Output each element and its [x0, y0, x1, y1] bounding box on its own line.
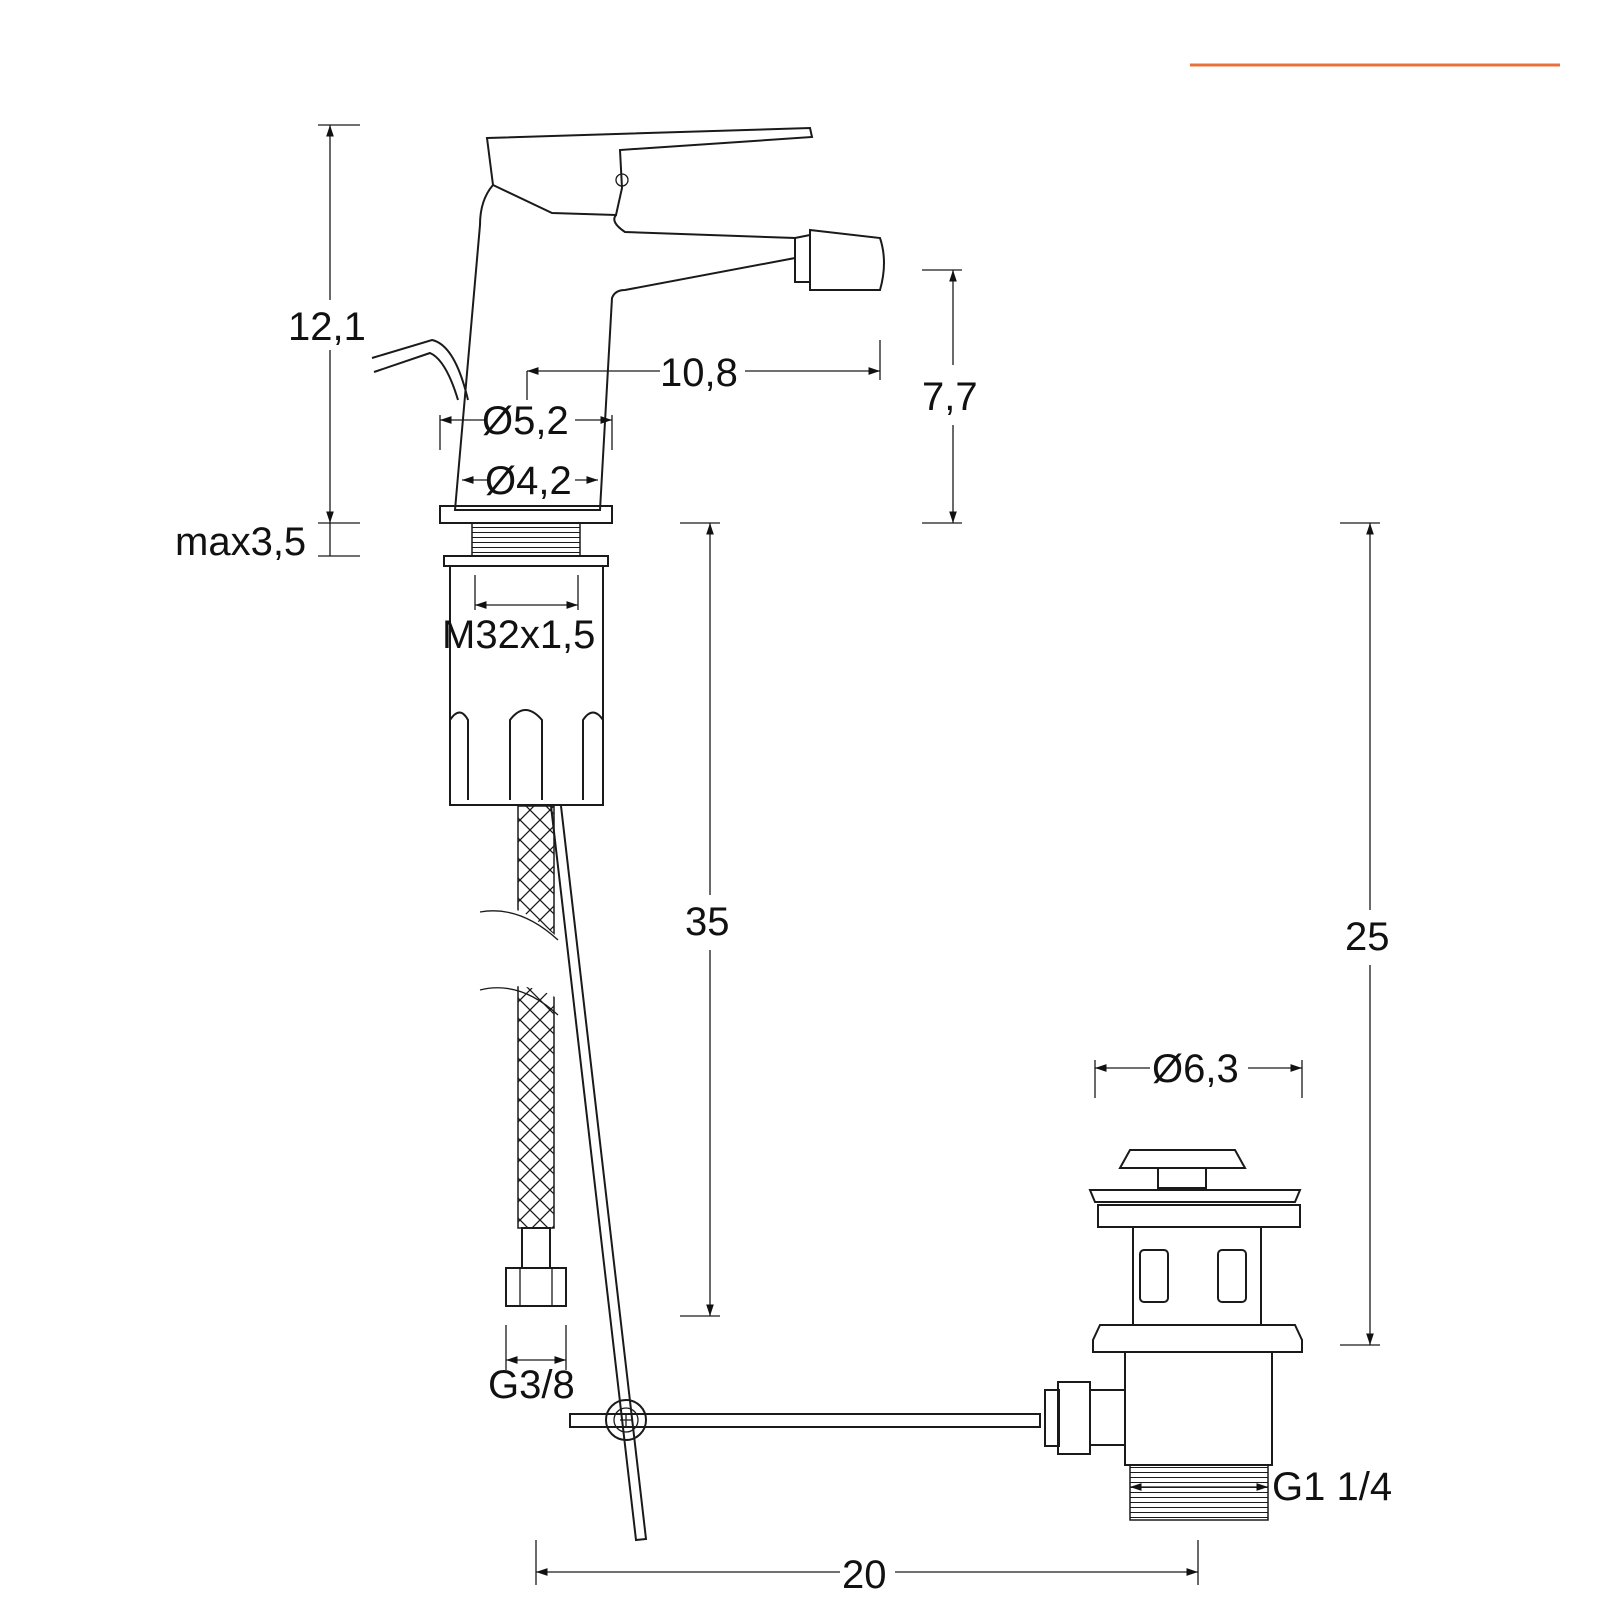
dim-max-deck-thickness: max3,5: [175, 520, 306, 564]
drain-assembly: [1044, 1149, 1303, 1521]
dim-height-total: 12,1: [288, 305, 366, 349]
dim-spout-height: 7,7: [922, 375, 978, 419]
dim-hose-length: 35: [685, 900, 730, 944]
pop-up-rod: [550, 805, 1041, 1542]
dim-drain-connection: G1 1/4: [1272, 1465, 1392, 1509]
dim-thread: M32x1,5: [442, 613, 595, 657]
dim-drain-height: 25: [1345, 915, 1390, 959]
dim-distance-faucet-drain: 20: [842, 1553, 887, 1597]
faucet-body: [371, 126, 885, 806]
flexible-hose: [479, 805, 567, 1307]
dim-spout-reach: 10,8: [660, 351, 738, 395]
dim-body-diameter-top: Ø5,2: [482, 399, 569, 443]
dim-hose-connection: G3/8: [488, 1363, 575, 1407]
dim-body-diameter-base: Ø4,2: [485, 459, 572, 503]
dimension-lines: [318, 124, 1380, 1585]
dim-drain-diameter: Ø6,3: [1152, 1047, 1239, 1091]
